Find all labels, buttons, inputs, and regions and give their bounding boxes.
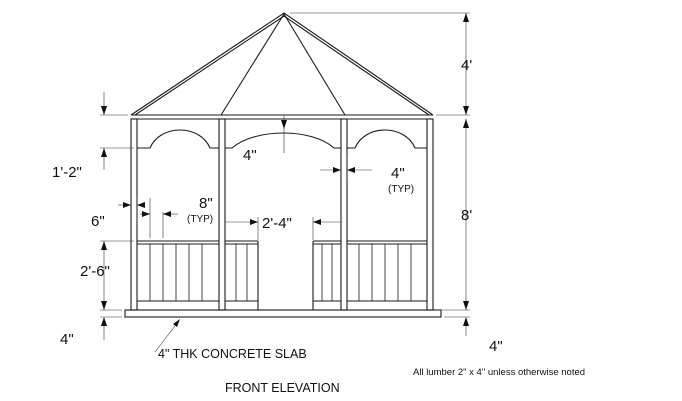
- railing-height-label: 2'-6": [80, 263, 110, 280]
- slab-thickness-left-label: 4": [60, 331, 74, 348]
- rail-offset-label: 6": [91, 213, 105, 230]
- left-railing: [137, 240, 219, 302]
- wall-height-label: 8': [461, 207, 472, 224]
- center-left-railing: [225, 240, 259, 310]
- baluster-spacing-label: 8": [199, 195, 213, 212]
- post-width-label: 4": [391, 165, 405, 182]
- concrete-slab: [124, 309, 442, 318]
- roof: [130, 12, 434, 120]
- slab-leader: [154, 319, 180, 353]
- arch-rise-label: 4": [243, 147, 257, 164]
- opening-width-label: 2'-4": [262, 215, 292, 232]
- arch-depth-label: 1'-2": [52, 164, 82, 181]
- lumber-note: All lumber 2" x 4" unless otherwise note…: [413, 367, 585, 378]
- center-right-railing: [312, 240, 341, 310]
- post-width-typ-label: (TYP): [388, 184, 414, 195]
- right-railing: [347, 240, 427, 302]
- baluster-spacing-typ-label: (TYP): [187, 214, 213, 225]
- left-dimensions: [100, 92, 134, 340]
- right-dimensions: [290, 12, 470, 336]
- slab-callout: 4" THK CONCRETE SLAB: [158, 347, 307, 361]
- drawing-title: FRONT ELEVATION: [225, 381, 340, 395]
- horizontal-dimensions: [118, 115, 372, 240]
- roof-height-label: 4': [461, 57, 472, 74]
- slab-thickness-right-label: 4": [489, 338, 503, 355]
- arches: [137, 129, 427, 149]
